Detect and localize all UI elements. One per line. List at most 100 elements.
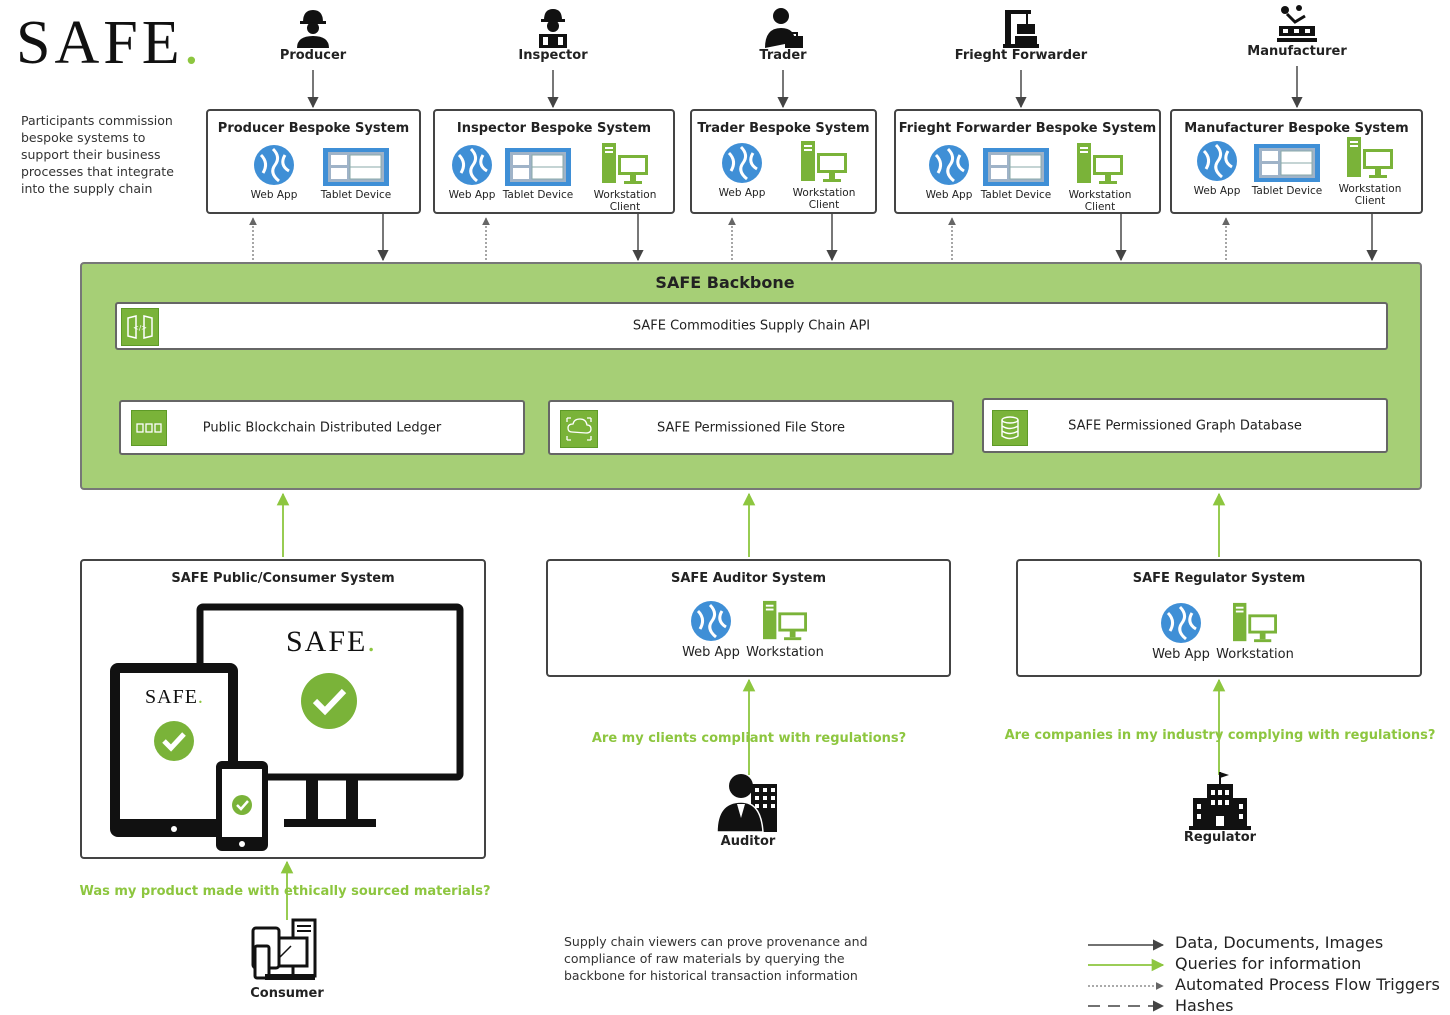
legend-triggers: Automated Process Flow Triggers: [1175, 975, 1440, 994]
workstation-client-icon: [1077, 143, 1123, 184]
actor-inspector: Inspector: [463, 6, 643, 63]
system-title: SAFE Public/Consumer System: [171, 571, 395, 586]
device-tablet[interactable]: Tablet Device: [311, 147, 401, 201]
svg-text:</>: </>: [133, 324, 147, 332]
consumer-devices-illustration: [110, 603, 464, 851]
device-workstation[interactable]: Workstation: [1210, 601, 1300, 662]
device-workstation[interactable]: Workstation Client: [776, 139, 872, 211]
inspector-icon: [539, 9, 567, 48]
manufacturer-bespoke-system[interactable]: Manufacturer Bespoke System Web App Tabl…: [1170, 109, 1423, 214]
auditor-system[interactable]: SAFE Auditor System Web App Workstation: [546, 559, 951, 677]
device-label: Workstation Client: [1068, 189, 1132, 213]
system-title: Manufacturer Bespoke System: [1184, 121, 1409, 136]
device-label: Workstation: [746, 645, 824, 660]
workstation-client-icon: [1347, 137, 1393, 178]
device-web-app[interactable]: Web App: [1136, 601, 1226, 662]
web-app-icon: [254, 145, 294, 185]
intro-text: Participants commission bespoke systems …: [21, 113, 174, 196]
tablet-logo: SAFE.: [145, 686, 204, 708]
device-label: Web App: [925, 189, 973, 201]
legend-hashes: Hashes: [1175, 996, 1234, 1015]
actor-label: Inspector: [518, 48, 588, 63]
system-title: SAFE Auditor System: [670, 571, 827, 586]
system-title: Producer Bespoke System: [217, 121, 410, 136]
device-tablet[interactable]: Tablet Device: [1242, 143, 1332, 197]
actor-producer: Producer: [223, 6, 403, 63]
file-store-label: SAFE Permissioned File Store: [657, 420, 845, 435]
api-icon: </>: [121, 308, 159, 346]
consumer-question: Was my product made with ethically sourc…: [79, 884, 491, 899]
consumer-icon: [251, 918, 317, 980]
device-label: Web App: [250, 189, 298, 201]
device-web-app[interactable]: Web App: [666, 599, 756, 660]
device-label: Tablet Device: [1251, 185, 1323, 197]
device-label: Web App: [1193, 185, 1241, 197]
database-icon: [992, 410, 1028, 446]
system-title: Frieght Forwarder Bespoke System: [898, 121, 1157, 136]
device-workstation[interactable]: Workstation Client: [577, 141, 673, 213]
blockchain-ledger[interactable]: Public Blockchain Distributed Ledger: [119, 400, 525, 455]
safe-backbone: [80, 262, 1422, 490]
tablet-device-icon: [323, 148, 389, 186]
device-label: Workstation Client: [1338, 183, 1402, 207]
regulator-system[interactable]: SAFE Regulator System Web App Workstatio…: [1016, 559, 1422, 677]
viewer-note: Supply chain viewers can prove provenanc…: [564, 934, 868, 983]
graph-db-label: SAFE Permissioned Graph Database: [1068, 418, 1302, 433]
device-label: Web App: [1152, 647, 1210, 662]
device-label: Tablet Device: [320, 189, 392, 201]
manufacturer-icon: [1277, 5, 1317, 42]
device-workstation[interactable]: Workstation: [740, 599, 830, 660]
device-web-app[interactable]: Web App: [229, 143, 319, 201]
freight-forwarder-bespoke-system[interactable]: Frieght Forwarder Bespoke System Web App…: [894, 109, 1161, 214]
actor-label: Consumer: [250, 986, 324, 1001]
device-label: Tablet Device: [502, 189, 574, 201]
backbone-title: SAFE Backbone: [655, 273, 795, 292]
device-label: Web App: [448, 189, 496, 201]
system-title: Inspector Bespoke System: [456, 121, 652, 136]
device-label: Tablet Device: [980, 189, 1052, 201]
device-label: Workstation Client: [593, 189, 657, 213]
device-label: Workstation: [1216, 647, 1294, 662]
actor-label: Auditor: [720, 834, 776, 849]
device-label: Web App: [718, 187, 766, 199]
web-app-icon: [1197, 141, 1237, 181]
device-web-app[interactable]: Web App: [904, 143, 994, 201]
legend-queries: Queries for information: [1175, 954, 1362, 973]
tablet-device-icon: [505, 148, 571, 186]
public-consumer-system[interactable]: SAFE Public/Consumer System SAFE. SAFE.: [80, 559, 486, 859]
device-label: Workstation Client: [792, 187, 856, 211]
actor-manufacturer: Manufacturer: [1207, 2, 1387, 59]
actor-freight-forwarder: Frieght Forwarder: [931, 6, 1111, 63]
inspector-bespoke-system[interactable]: Inspector Bespoke System Web App Tablet …: [433, 109, 675, 214]
trader-icon: [765, 8, 803, 48]
regulator-icon: [1189, 772, 1251, 830]
commodities-api[interactable]: </> SAFE Commodities Supply Chain API: [115, 302, 1388, 350]
device-web-app[interactable]: Web App: [427, 143, 517, 201]
workstation-icon: [763, 600, 807, 641]
device-web-app[interactable]: Web App: [697, 141, 787, 199]
permissioned-graph-database[interactable]: SAFE Permissioned Graph Database: [982, 398, 1388, 453]
tablet-device-icon: [1254, 144, 1320, 182]
ledger-label: Public Blockchain Distributed Ledger: [202, 420, 442, 435]
device-workstation[interactable]: Workstation Client: [1322, 135, 1418, 207]
actor-consumer: Consumer: [228, 918, 346, 1001]
device-workstation[interactable]: Workstation Client: [1052, 141, 1148, 213]
device-label: Web App: [682, 645, 740, 660]
auditor-question: Are my clients compliant with regulation…: [591, 731, 907, 746]
workstation-client-icon: [801, 141, 847, 182]
actor-label: Frieght Forwarder: [954, 48, 1088, 63]
actor-label: Trader: [759, 48, 807, 63]
api-label: SAFE Commodities Supply Chain API: [632, 318, 871, 334]
regulator-question: Are companies in my industry complying w…: [1004, 728, 1436, 743]
trader-bespoke-system[interactable]: Trader Bespoke System Web App Workstatio…: [690, 109, 877, 214]
device-tablet[interactable]: Tablet Device: [971, 147, 1061, 201]
device-web-app[interactable]: Web App: [1172, 139, 1262, 197]
device-tablet[interactable]: Tablet Device: [493, 147, 583, 201]
web-app-icon: [1161, 603, 1201, 643]
file-store-icon: [560, 410, 598, 448]
producer-bespoke-system[interactable]: Producer Bespoke System Web App Tablet D…: [206, 109, 421, 214]
system-title: Trader Bespoke System: [697, 121, 870, 136]
legend-data: Data, Documents, Images: [1175, 933, 1384, 952]
permissioned-file-store[interactable]: SAFE Permissioned File Store: [548, 400, 954, 455]
blockchain-icon: [131, 410, 167, 446]
